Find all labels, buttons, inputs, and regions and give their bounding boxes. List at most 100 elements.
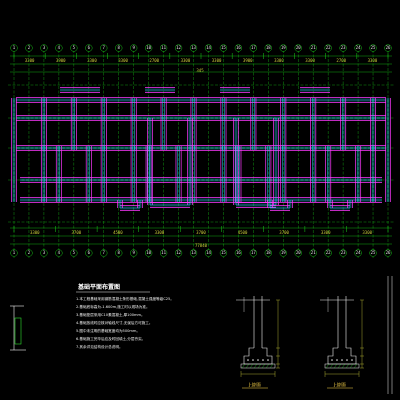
rebar-dot [341,359,343,361]
axis-bubble [264,44,272,52]
axis-bubble-number: 22 [326,250,331,255]
axis-bubble [339,44,347,52]
axis-bubble-number: 21 [311,250,316,255]
blinding-hatch [253,363,258,369]
axis-bubble-number: 19 [281,250,286,255]
axis-bubble [25,249,33,257]
blinding-hatch [337,363,342,369]
blinding-hatch [325,363,330,369]
axis-bubble-number: 5 [73,250,76,255]
axis-bubble [294,44,302,52]
axis-bubble-number: 18 [266,45,271,50]
note-line-3: 3.基础垫层采用C10素混凝土,厚100mm。 [76,312,145,317]
axis-bubble [10,249,18,257]
blinding-hatch [341,363,346,369]
axis-bubble [70,44,78,52]
axis-bubble [159,249,168,257]
axis-bubble-number: 13 [191,250,196,255]
note-line-1: 1.本工程基础采用钢筋混凝土条形基础,混凝土强度等级C25。 [76,296,174,301]
axis-bubble-number: 20 [296,45,301,50]
overall-dimension: 77840 [195,243,208,248]
foundation-section-detail-2 [320,296,364,377]
axis-bubble-number: 11 [161,45,166,50]
bottom-dimension-value: 4500 [238,230,248,235]
axis-bubble [145,44,153,52]
left-section-hatch [14,317,22,345]
axis-bubble-number: 6 [88,45,91,50]
detail-1-caption: J-J剖面 [248,381,261,387]
rebar-dot [331,359,333,361]
axis-bubble [234,249,243,257]
axis-bubble-number: 17 [251,45,256,50]
axis-bubble-number: 11 [161,250,166,255]
top-dimension-value: 3300 [212,58,222,63]
rebar-dot [247,359,249,361]
axis-bubble-number: 12 [176,250,181,255]
rebar-dot [336,359,338,361]
axis-bubble-number: 18 [266,250,271,255]
rebar-dot [346,359,348,361]
axis-bubble-number: 4 [58,45,61,50]
axis-bubble [354,44,362,52]
top-dimension-value: 3300 [118,58,128,63]
top-dimension-value: 3900 [56,58,66,63]
axis-bubble-number: 7 [103,250,106,255]
axis-bubble [204,249,213,257]
left-partial-section [10,305,26,351]
axis-bubble-number: 20 [296,250,301,255]
top-center-dimension: 345 [196,68,204,73]
blinding-hatch [345,363,350,369]
axis-bubble-number: 26 [386,250,391,255]
axis-bubble [55,44,63,52]
axis-bubble [55,249,63,257]
blinding-hatch [261,363,266,369]
rebar-dot [257,359,259,361]
axis-bubble [369,44,377,52]
axis-bubble [40,44,48,52]
axis-bubble [249,249,257,257]
bottom-dimension-value: 3300 [321,230,331,235]
axis-bubble [174,44,183,52]
axis-bubble [100,44,108,52]
axis-bubble [145,249,153,257]
axis-bubble [115,44,123,52]
axis-bubble [384,44,392,52]
axis-bubble-number: 24 [356,250,361,255]
axis-bubble [309,249,317,257]
axis-bubble-number: 15 [221,250,226,255]
note-line-5: 5.图中未注明的基础宽度均为500mm。 [76,328,140,333]
blinding-hatch [245,363,250,369]
top-dimension-value: 3300 [368,58,378,63]
bottom-dimension-value: 3300 [155,230,165,235]
axis-bubble [189,249,198,257]
title-block-edge [387,276,393,394]
axis-bubble [40,249,48,257]
note-line-6: 6.基础施工完毕后应及时回填土,分层夯实。 [76,336,145,341]
axis-bubble [279,249,287,257]
blinding-hatch [353,363,358,369]
axis-bubble-number: 16 [236,45,241,50]
axis-bubble [369,249,377,257]
axis-bubble [324,249,332,257]
top-dimension-value: 2700 [336,58,346,63]
axis-bubble-number: 25 [371,45,376,50]
axis-bubble-number: 19 [281,45,286,50]
blinding-hatch [241,363,246,369]
blinding-hatch [333,363,338,369]
rebar-dot [262,359,264,361]
axis-bubble-number: 23 [341,250,346,255]
top-dimension-value: 3300 [181,58,191,63]
axis-bubble [159,44,168,52]
axis-bubble [384,249,392,257]
axis-bubble [339,249,347,257]
foundation-walls [11,87,391,211]
bottom-dimension-value: 3300 [30,230,40,235]
axis-bubble-number: 10 [146,45,151,50]
axis-bubble [130,249,138,257]
axis-bubble-number: 8 [118,45,121,50]
axis-bubble-number: 5 [73,45,76,50]
